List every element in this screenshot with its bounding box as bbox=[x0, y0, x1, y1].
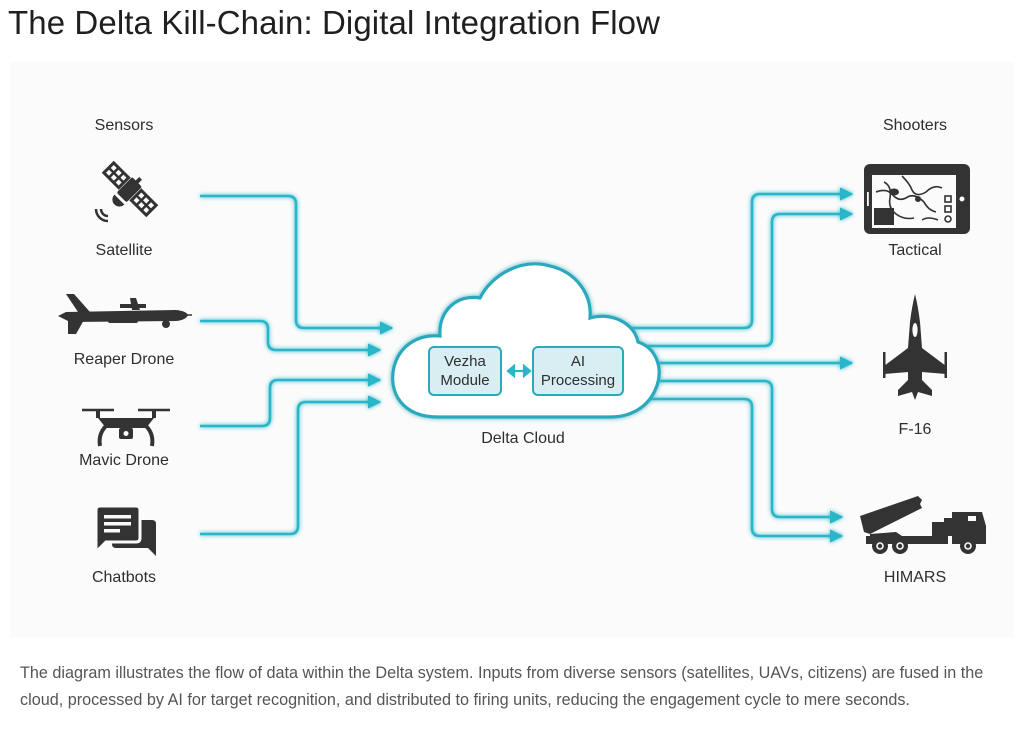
quadcopter-drone-icon bbox=[82, 408, 170, 447]
sensors-header: Sensors bbox=[94, 117, 154, 134]
shooters-header: Shooters bbox=[882, 117, 948, 134]
flow-chatbots-to-cloud bbox=[200, 395, 382, 536]
diagram-caption: The diagram illustrates the flow of data… bbox=[20, 660, 1020, 714]
module-line1: AI bbox=[570, 353, 586, 370]
shooter-label: Tactical bbox=[888, 242, 942, 259]
reaper-drone-icon bbox=[58, 294, 192, 334]
flow-satellite-to-cloud bbox=[200, 194, 394, 335]
sensor-label: Mavic Drone bbox=[79, 452, 169, 469]
module-line2: Module bbox=[440, 372, 490, 389]
sensor-label: Chatbots bbox=[91, 569, 157, 586]
flow-cloud-to-himars-2 bbox=[640, 397, 844, 543]
cloud-label: Delta Cloud bbox=[481, 430, 565, 447]
satellite-icon bbox=[94, 160, 159, 223]
shooter-label: F-16 bbox=[898, 421, 932, 438]
flow-cloud-to-tactical-2 bbox=[646, 207, 854, 348]
caption-text: The diagram illustrates the flow of data… bbox=[20, 664, 984, 709]
module-line1: Vezha bbox=[444, 353, 486, 370]
page-title: The Delta Kill-Chain: Digital Integratio… bbox=[8, 4, 661, 41]
tactical-tablet-icon bbox=[864, 164, 970, 234]
sensor-label: Reaper Drone bbox=[73, 351, 175, 368]
ai-processing-box: AI Processing bbox=[532, 346, 624, 396]
rocket-launcher-truck-icon bbox=[860, 496, 986, 554]
flow-cloud-to-himars-1 bbox=[650, 379, 844, 524]
flow-reaper-to-cloud bbox=[200, 319, 382, 357]
kill-chain-diagram: Sensors Shooters Satellite bbox=[10, 62, 1014, 638]
shooter-label: HIMARS bbox=[883, 569, 947, 586]
fighter-jet-icon bbox=[883, 294, 947, 400]
chat-bubbles-icon bbox=[94, 506, 156, 556]
bidirectional-link bbox=[506, 363, 532, 379]
flow-cloud-to-tactical-1 bbox=[630, 187, 854, 330]
sensor-label: Satellite bbox=[95, 242, 153, 259]
flow-mavic-to-cloud bbox=[200, 373, 382, 428]
module-line2: Processing bbox=[540, 372, 616, 389]
